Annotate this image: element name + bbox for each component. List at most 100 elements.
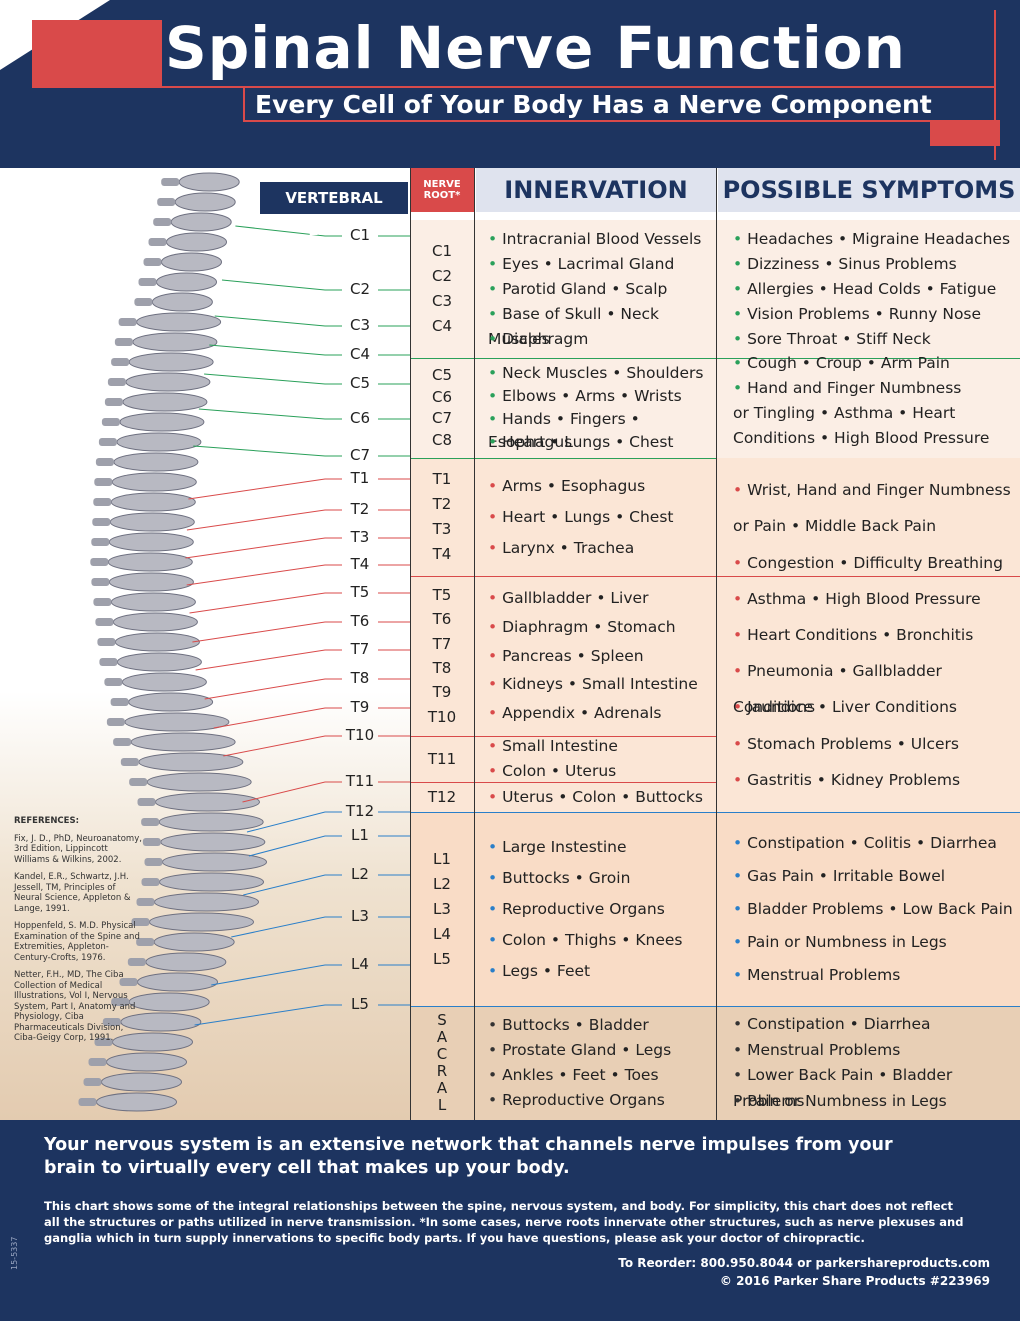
symptoms-header: POSSIBLE SYMPTOMS: [718, 168, 1020, 212]
innervation-text: Parotid Gland • Scalp: [502, 279, 668, 298]
vertebra-process-shape: [94, 1038, 113, 1046]
vertebra-process-shape: [119, 978, 138, 986]
nerve-root: R: [436, 1062, 448, 1080]
nerve-line: [243, 874, 342, 896]
nerve-line: [204, 678, 342, 700]
symptom-text: Allergies • Head Colds • Fatigue: [747, 280, 997, 298]
vertebra-label: T7: [350, 640, 370, 658]
bullet-icon: •: [488, 762, 503, 780]
nerve-line: [231, 916, 342, 938]
vertebra-shape: [110, 592, 196, 612]
symptom-item: • Headaches • Migraine Headaches: [733, 227, 1020, 252]
vertebra-shape: [146, 772, 252, 792]
innervation-text: Buttocks • Bladder: [502, 1016, 649, 1034]
innervation-text: Small Intestine: [502, 737, 618, 755]
innervation-text: Legs • Feet: [502, 961, 591, 980]
table-section-background: [410, 812, 1020, 1006]
nerve-line: [223, 735, 342, 757]
vertebra-process-shape: [111, 998, 130, 1006]
vertebra-shape: [161, 252, 222, 272]
bullet-icon: •: [733, 833, 748, 852]
innervation-item: • Base of Skull • Neck Muscles: [488, 302, 718, 352]
symptom-text: Bladder Problems • Low Back Pain: [747, 899, 1013, 918]
bullet-icon: •: [733, 589, 748, 608]
nerve-line: [246, 811, 342, 833]
bullet-icon: •: [733, 734, 748, 753]
bullet-icon: •: [488, 930, 503, 949]
table-section-background: [410, 576, 1020, 736]
reorder-info: To Reorder: 800.950.8044 or parkersharep…: [618, 1256, 990, 1270]
bullet-icon: •: [488, 787, 503, 806]
symptom-text: or Pain • Middle Back Pain: [733, 517, 937, 536]
innervation-item: • Prostate Gland • Legs: [488, 1038, 718, 1063]
vertebra-label: T9: [350, 698, 370, 716]
vertebra-label: L2: [351, 865, 369, 883]
nerve-root: C7: [431, 409, 453, 427]
vertebra-shape: [130, 732, 236, 752]
vertebra-process-shape: [157, 198, 176, 206]
innervation-text: Kidneys • Small Intestine: [502, 675, 698, 694]
table-section-background: [410, 458, 1020, 576]
vertebra-process-shape: [107, 378, 126, 386]
nerve-root: L: [437, 1096, 447, 1114]
nerve-line: [189, 592, 342, 614]
vertebra-process-shape: [148, 238, 167, 246]
symptom-text: Constipation • Diarrhea: [747, 1015, 931, 1033]
header-banner: Spinal Nerve Function Every Cell of Your…: [0, 0, 1020, 168]
vertebra-shape: [136, 312, 222, 332]
nerve-line: [192, 621, 342, 643]
column-divider: [716, 168, 717, 1120]
vertebra-shape: [122, 392, 208, 412]
nerve-line: [194, 1004, 342, 1026]
vertebra-shape: [111, 472, 197, 492]
vertebra-label: T1: [350, 469, 370, 487]
innervation-item: • Appendix • Adrenals: [488, 699, 718, 728]
vertebra-shape: [166, 232, 227, 252]
page-title: Spinal Nerve Function: [165, 14, 906, 82]
nerve-line: [209, 344, 342, 356]
vertebra-label: T5: [350, 583, 370, 601]
innervation-item: • Pancreas • Spleen: [488, 642, 718, 671]
symptom-text: Menstrual Problems: [747, 965, 901, 984]
vertebra-process-shape: [110, 698, 129, 706]
vertebra-label: L4: [351, 955, 369, 973]
innervation-item: • Heart • Lungs • Chest: [488, 502, 718, 533]
symptom-item: • Dizziness • Sinus Problems: [733, 252, 1020, 277]
innervation-header: INNERVATION: [476, 168, 716, 212]
section-separator: [410, 576, 1020, 577]
vertebra-shape: [109, 512, 195, 532]
bullet-icon: •: [488, 279, 503, 298]
innervation-item: • Eyes • Lacrimal Gland: [488, 252, 718, 277]
vertebra-label: L1: [351, 826, 369, 844]
bullet-icon: •: [488, 304, 503, 323]
vertebra-process-shape: [95, 618, 114, 626]
nerve-root: T10: [427, 707, 457, 726]
innervation-text: Arms • Esophagus: [502, 476, 646, 495]
vertebra-shape: [96, 1092, 177, 1112]
vertebra-shape: [116, 432, 202, 452]
vertebra-shape: [106, 1052, 187, 1072]
vertebra-shape: [154, 892, 259, 912]
symptom-text: Wrist, Hand and Finger Numbness: [747, 481, 1011, 500]
symptom-item: • Lower Back Pain • Bladder Problems: [733, 1063, 1020, 1114]
innervation-item: • Buttocks • Bladder: [488, 1013, 718, 1038]
vertebra-label: C1: [349, 226, 371, 244]
nerve-root: C5: [431, 366, 453, 384]
symptom-text: Jaundice • Liver Conditions: [747, 698, 957, 717]
vertebra-process-shape: [102, 1018, 121, 1026]
column-divider: [410, 168, 411, 1120]
innervation-text: Elbows • Arms • Wrists: [502, 387, 682, 405]
section-separator: [410, 812, 1020, 813]
symptom-item: • Pain or Numbness in Legs: [733, 1089, 1020, 1115]
innervation-item: • Arms • Esophagus: [488, 471, 718, 502]
vertebra-process-shape: [134, 298, 153, 306]
copyright: © 2016 Parker Share Products #223969: [719, 1274, 990, 1288]
vertebra-process-shape: [136, 938, 155, 946]
nerve-root: L4: [433, 924, 451, 943]
bullet-icon: •: [488, 617, 503, 636]
vertebra-label: C6: [349, 409, 371, 427]
vertebra-shape: [151, 292, 213, 312]
bullet-icon: •: [733, 379, 748, 398]
nerve-root: T6: [432, 610, 452, 629]
bullet-icon: •: [733, 698, 748, 717]
